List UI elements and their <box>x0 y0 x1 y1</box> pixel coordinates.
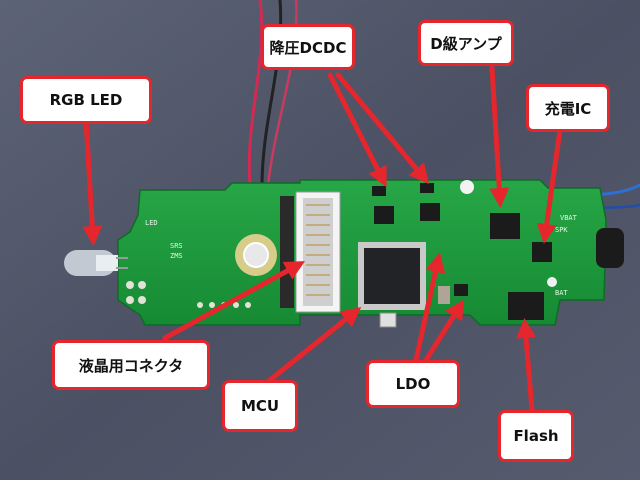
dcdc-small-1 <box>372 186 386 196</box>
callout-d-amp: D級アンプ <box>418 20 514 66</box>
callout-flash: Flash <box>498 410 574 462</box>
ldo-cap <box>438 286 450 304</box>
silk-label: SPK <box>555 226 568 234</box>
tact-switch <box>379 312 397 328</box>
dcdc-chip-1 <box>374 206 394 224</box>
callout-lcd-connector: 液晶用コネクタ <box>52 340 210 390</box>
flash-chip <box>508 292 544 320</box>
lcd-connector <box>280 191 341 313</box>
d-amp-chip <box>490 213 520 239</box>
mounting-hole <box>235 234 277 276</box>
silk-label: ZMS <box>170 252 183 260</box>
speaker-connector <box>596 228 624 268</box>
callout-rgb-led: RGB LED <box>20 76 152 124</box>
silk-label: VBAT <box>560 214 578 222</box>
ldo-chip <box>454 284 468 296</box>
dcdc-chip-2 <box>420 203 440 221</box>
mcu-chip <box>358 242 426 310</box>
rgb-led <box>64 250 128 276</box>
silk-label: LED <box>145 219 158 227</box>
charge-ic-chip <box>532 242 552 262</box>
callout-charge-ic: 充電IC <box>526 84 610 132</box>
silk-label: SRS <box>170 242 183 250</box>
via-pad <box>460 180 474 194</box>
callout-mcu: MCU <box>222 380 298 432</box>
callout-ldo: LDO <box>366 360 460 408</box>
dcdc-small-2 <box>420 183 434 193</box>
callout-dcdc: 降圧DCDC <box>261 24 355 70</box>
via-hole <box>547 277 557 287</box>
silk-label: BAT <box>555 289 568 297</box>
